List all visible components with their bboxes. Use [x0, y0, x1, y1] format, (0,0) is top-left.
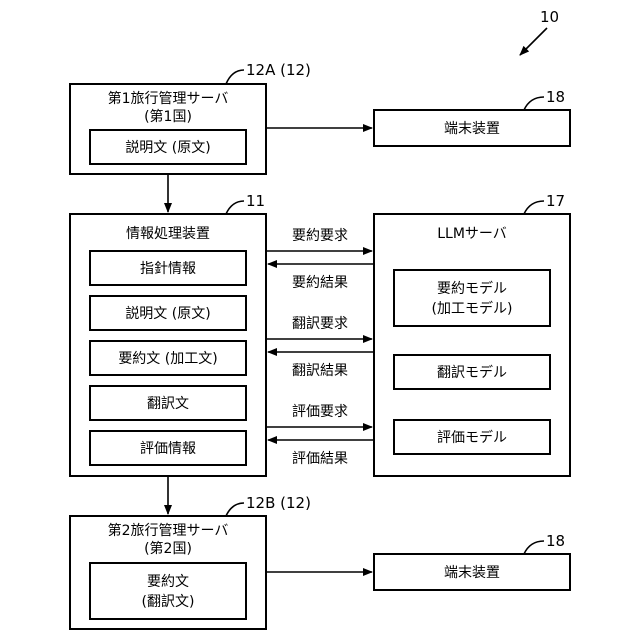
- summary-model-sublabel: (加工モデル): [432, 300, 513, 317]
- figure-ref-arrow: [520, 28, 547, 55]
- terminal-b: 端末装置 18: [374, 532, 570, 590]
- server-b-ref-leader: [226, 503, 244, 516]
- figure-ref-label: 10: [540, 8, 559, 26]
- translation-request-label: 翻訳要求: [292, 316, 348, 332]
- processor: 情報処理装置 指針情報 説明文 (原文) 要約文 (加工文) 翻訳文 評価情報 …: [70, 192, 266, 476]
- server-a-ref-leader: [226, 70, 244, 84]
- server-b-country: (第2国): [144, 540, 192, 557]
- llm-server-title: LLMサーバ: [437, 226, 507, 242]
- translation-result-label: 翻訳結果: [292, 363, 348, 379]
- processor-ref: 11: [246, 192, 265, 210]
- server-b-title: 第2旅行管理サーバ: [108, 522, 229, 539]
- summary-model-label: 要約モデル: [437, 280, 507, 297]
- exchange-arrows: 要約要求 要約結果 翻訳要求 翻訳結果 評価要求 評価結果: [266, 228, 374, 467]
- terminal-a-label: 端末装置: [444, 121, 500, 137]
- summary-result-label: 要約結果: [292, 275, 348, 291]
- server-b-item-sublabel: (翻訳文): [142, 594, 195, 610]
- server-a: 第1旅行管理サーバ (第1国) 説明文 (原文) 12A (12): [70, 61, 311, 174]
- server-b-item-box: [90, 563, 246, 619]
- server-a-ref: 12A (12): [246, 61, 311, 79]
- terminal-a-ref: 18: [546, 88, 565, 106]
- processor-ref-leader: [226, 201, 244, 214]
- terminal-b-ref: 18: [546, 532, 565, 550]
- evaluation-request-label: 評価要求: [292, 404, 348, 420]
- translation-model-label: 翻訳モデル: [437, 364, 507, 381]
- terminal-b-ref-leader: [524, 541, 544, 554]
- server-b-ref: 12B (12): [246, 494, 311, 512]
- summary-request-label: 要約要求: [292, 228, 348, 244]
- server-a-title: 第1旅行管理サーバ: [108, 90, 229, 107]
- processor-item-translation: 翻訳文: [147, 396, 189, 412]
- terminal-a-ref-leader: [524, 97, 544, 110]
- llm-server: LLMサーバ 要約モデル (加工モデル) 翻訳モデル 評価モデル 17: [374, 192, 570, 476]
- llm-server-ref-leader: [524, 201, 544, 214]
- llm-server-ref: 17: [546, 192, 565, 210]
- evaluation-model-label: 評価モデル: [437, 429, 507, 446]
- server-a-item-label: 説明文 (原文): [125, 140, 210, 156]
- processor-item-summary: 要約文 (加工文): [118, 351, 217, 367]
- terminal-b-label: 端末装置: [444, 565, 500, 581]
- processor-item-original: 説明文 (原文): [125, 306, 210, 322]
- server-b-item-label: 要約文: [147, 574, 189, 590]
- processor-item-guideline: 指針情報: [140, 261, 196, 277]
- server-b: 第2旅行管理サーバ (第2国) 要約文 (翻訳文) 12B (12): [70, 494, 311, 629]
- processor-title: 情報処理装置: [126, 226, 210, 242]
- processor-item-evaluation: 評価情報: [140, 441, 196, 457]
- summary-model-box: [394, 270, 550, 326]
- evaluation-result-label: 評価結果: [292, 451, 348, 467]
- server-a-country: (第1国): [144, 108, 192, 125]
- terminal-a: 端末装置 18: [374, 88, 570, 146]
- figure-ref-10: 10: [520, 8, 559, 55]
